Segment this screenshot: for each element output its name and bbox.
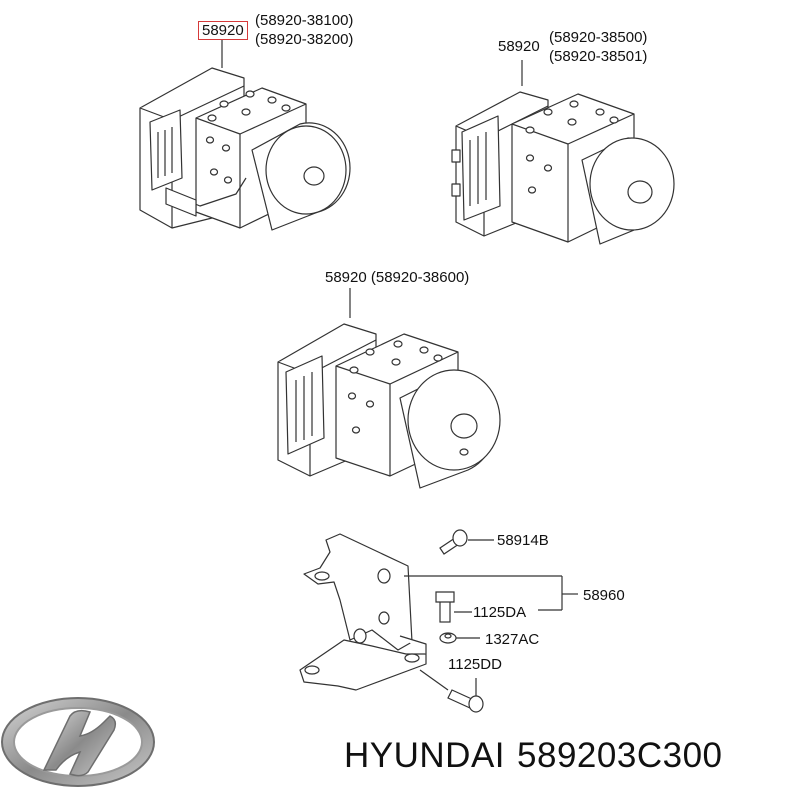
hyundai-logo [1, 697, 155, 787]
unit-a-part-label: 58920 [198, 21, 248, 40]
nut-1327ac-shape [439, 632, 480, 644]
brand-name: HYUNDAI [344, 736, 506, 775]
nut-1327ac-label: 1327AC [485, 631, 540, 648]
bolt-1125da-label: 1125DA [473, 604, 527, 621]
abs-module-unit-c [277, 288, 501, 489]
bolt-1125dd-label: 1125DD [448, 656, 502, 673]
bolt-58914b-label: 58914B [497, 532, 549, 549]
bracket-callout-lines [404, 575, 578, 611]
unit-b-part-label: 58920 [498, 38, 540, 55]
abs-module-unit-a [139, 40, 351, 231]
unit-c-part-label: 58920 (58920-38600) [325, 269, 470, 286]
mounting-bracket [299, 533, 427, 691]
unit-a-alt-label-1: (58920-38100) [255, 12, 354, 29]
unit-b-alt-label-2: (58920-38501) [549, 48, 648, 65]
bracket-58960-label: 58960 [583, 587, 625, 604]
brand-part-number: 589203C300 [517, 736, 723, 775]
bolt-1125da-shape [435, 591, 472, 623]
bolt-1125dd-shape [419, 669, 484, 713]
bolt-58914b-shape [439, 529, 494, 555]
abs-module-unit-b [451, 60, 675, 245]
unit-b-alt-label-1: (58920-38500) [549, 29, 648, 46]
brand-caption: HYUNDAI 589203C300 [344, 736, 735, 776]
unit-a-alt-label-2: (58920-38200) [255, 31, 354, 48]
